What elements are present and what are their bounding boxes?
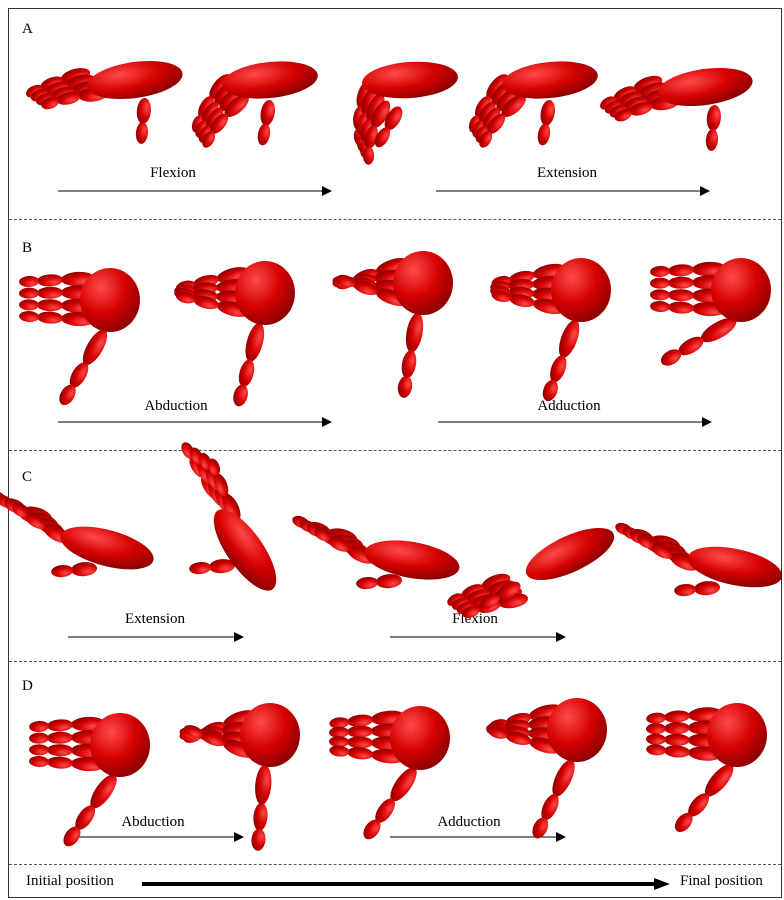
extension-arrow (68, 631, 244, 643)
hand-model-side-view (480, 522, 630, 632)
hand-model-palm-view (165, 690, 315, 840)
hand-model-side-view (12, 500, 162, 610)
hand-model-side-view (610, 55, 760, 165)
hand-model-side-view (635, 527, 784, 637)
hand-model-palm-view (15, 700, 165, 850)
hand-model-palm-view (5, 255, 155, 405)
panel-divider (9, 864, 781, 865)
hand-model-side-view (312, 520, 462, 630)
hand-model-palm-view (632, 690, 782, 840)
timeline-arrow (142, 876, 672, 892)
flexion-arrow (390, 631, 566, 643)
motion-label: Extension (95, 611, 215, 628)
hand-model-side-view (190, 50, 340, 160)
hand-model-palm-view (318, 238, 468, 388)
panel-letter: A (22, 21, 33, 38)
hand-model-palm-view (315, 693, 465, 843)
initial-position-label: Initial position (26, 873, 114, 890)
hand-model-side-view (465, 50, 615, 160)
adduction-arrow (438, 416, 713, 428)
hand-model-side-view (335, 52, 485, 162)
panel-letter: C (22, 469, 32, 486)
final-position-label: Final position (680, 873, 763, 890)
abduction-arrow (58, 416, 333, 428)
hand-model-palm-view (160, 248, 310, 398)
hand-model-side-view (35, 50, 185, 160)
hand-model-palm-view (472, 685, 622, 835)
motion-label: Extension (507, 165, 627, 182)
hand-model-palm-view (476, 245, 626, 395)
extension-arrow (436, 185, 711, 197)
hand-model-palm-view (636, 245, 784, 395)
flexion-arrow (58, 185, 333, 197)
motion-label: Adduction (509, 398, 629, 415)
motion-label: Flexion (113, 165, 233, 182)
panel-letter: D (22, 678, 33, 695)
